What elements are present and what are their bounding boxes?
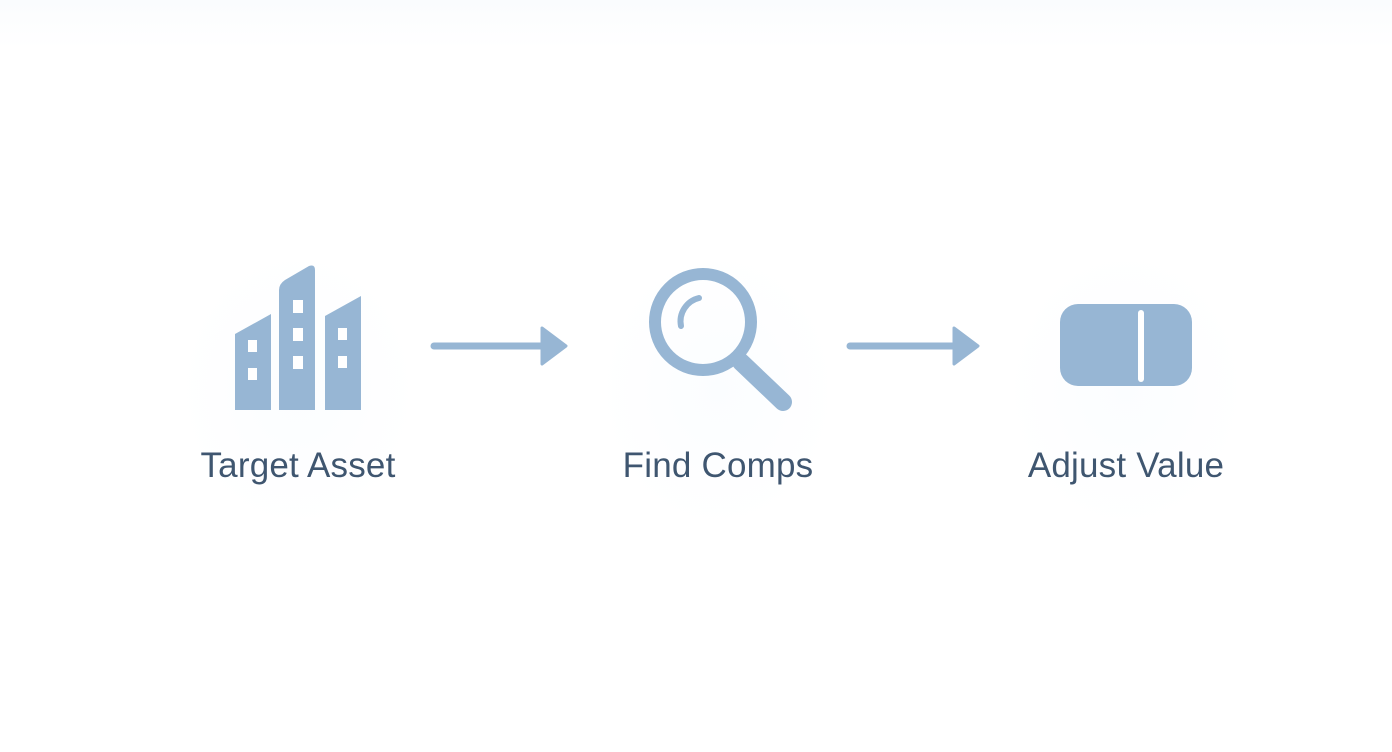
step-label-find-comps: Find Comps (622, 446, 814, 485)
buildings-icon (178, 264, 418, 410)
adjust-slider-icon (1006, 302, 1246, 388)
header-band (0, 0, 1392, 48)
step-target-asset: Target Asset (178, 250, 418, 530)
step-label-adjust-value: Adjust Value (1027, 446, 1225, 485)
arrow-right-icon (846, 322, 986, 370)
magnifying-glass-icon (598, 264, 838, 414)
arrow-right-icon (430, 322, 570, 370)
step-label-target-asset: Target Asset (200, 446, 396, 485)
step-adjust-value: Adjust Value (1006, 250, 1246, 530)
step-find-comps: Find Comps (598, 250, 838, 530)
